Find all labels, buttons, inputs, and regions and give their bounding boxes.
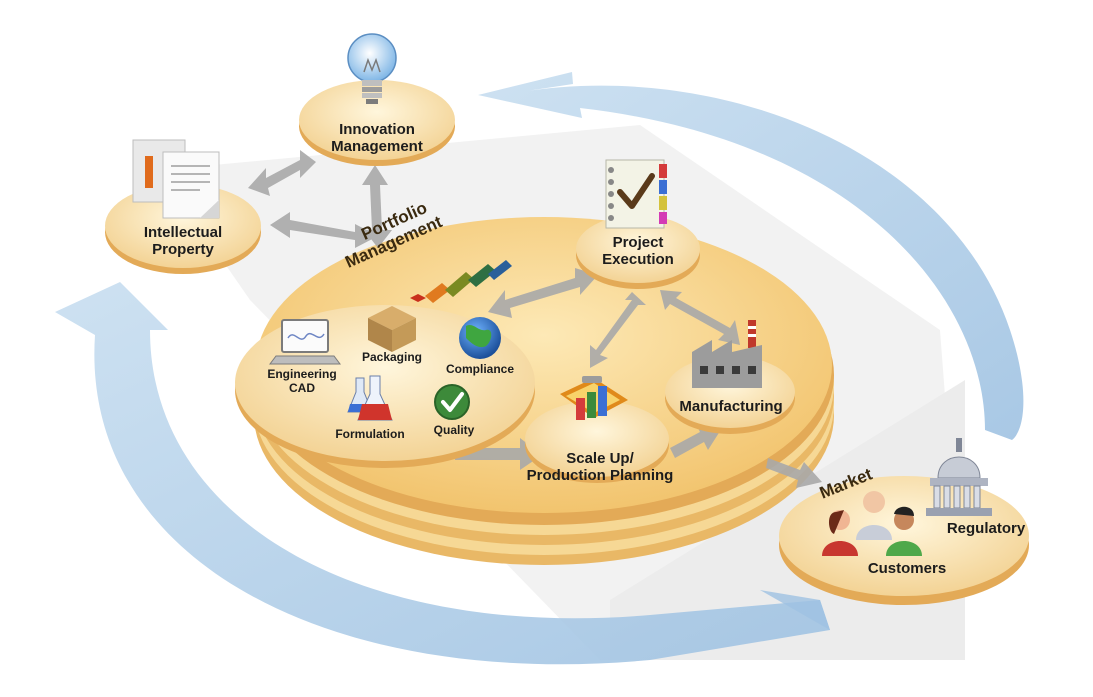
project-line1: Project <box>612 234 664 251</box>
checkmark-icon <box>434 384 470 420</box>
cycle-arrow-bottom-left <box>55 282 830 665</box>
pad-scaleup <box>525 401 669 483</box>
manufacturing-label: Manufacturing <box>679 398 783 415</box>
innovation-line1: Innovation <box>339 121 415 138</box>
intellectual-line2: Property <box>152 241 214 259</box>
documents-icon <box>132 139 220 219</box>
people-icon <box>822 491 922 556</box>
portfolio-bars-icon <box>410 260 512 303</box>
connector-arrows <box>248 150 822 488</box>
scaleup-label: Scale Up/ Production Planning <box>510 450 690 485</box>
scaleup-line2: Production Planning <box>526 467 674 485</box>
pad-project <box>576 215 700 289</box>
scaleup-line1: Scale Up/ <box>566 450 634 467</box>
capitol-building-icon <box>926 438 992 516</box>
project-execution-label: Project Execution <box>588 234 688 269</box>
intellectual-line1: Intellectual <box>143 224 223 241</box>
project-line2: Execution <box>602 251 674 269</box>
innovation-management-label: Innovation Management <box>327 121 427 156</box>
compliance-label: Compliance <box>445 362 514 376</box>
box-icon <box>368 306 416 352</box>
flasks-icon <box>347 375 393 421</box>
innovation-line2: Management <box>331 138 423 156</box>
pad-innovation <box>299 80 455 166</box>
bar-chart-clipboard-icon <box>560 376 628 420</box>
engineering-line1: Engineering <box>267 367 337 381</box>
light-bulb-icon <box>347 33 397 104</box>
engineering-line2: CAD <box>289 380 315 395</box>
engineering-cad-label: Engineering CAD <box>262 367 342 396</box>
quality-label: Quality <box>433 423 475 437</box>
globe-icon <box>459 317 501 359</box>
packaging-label: Packaging <box>361 350 423 364</box>
regulatory-label: Regulatory <box>946 520 1026 537</box>
formulation-label: Formulation <box>335 427 405 441</box>
checklist-notebook-icon <box>605 159 667 229</box>
cycle-arrow-top-right <box>478 72 1024 440</box>
pad-intellectual <box>105 184 261 274</box>
laptop-cad-icon <box>269 319 341 365</box>
factory-icon <box>692 320 762 388</box>
customers-label: Customers <box>867 560 947 577</box>
intellectual-property-label: Intellectual Property <box>128 224 238 259</box>
